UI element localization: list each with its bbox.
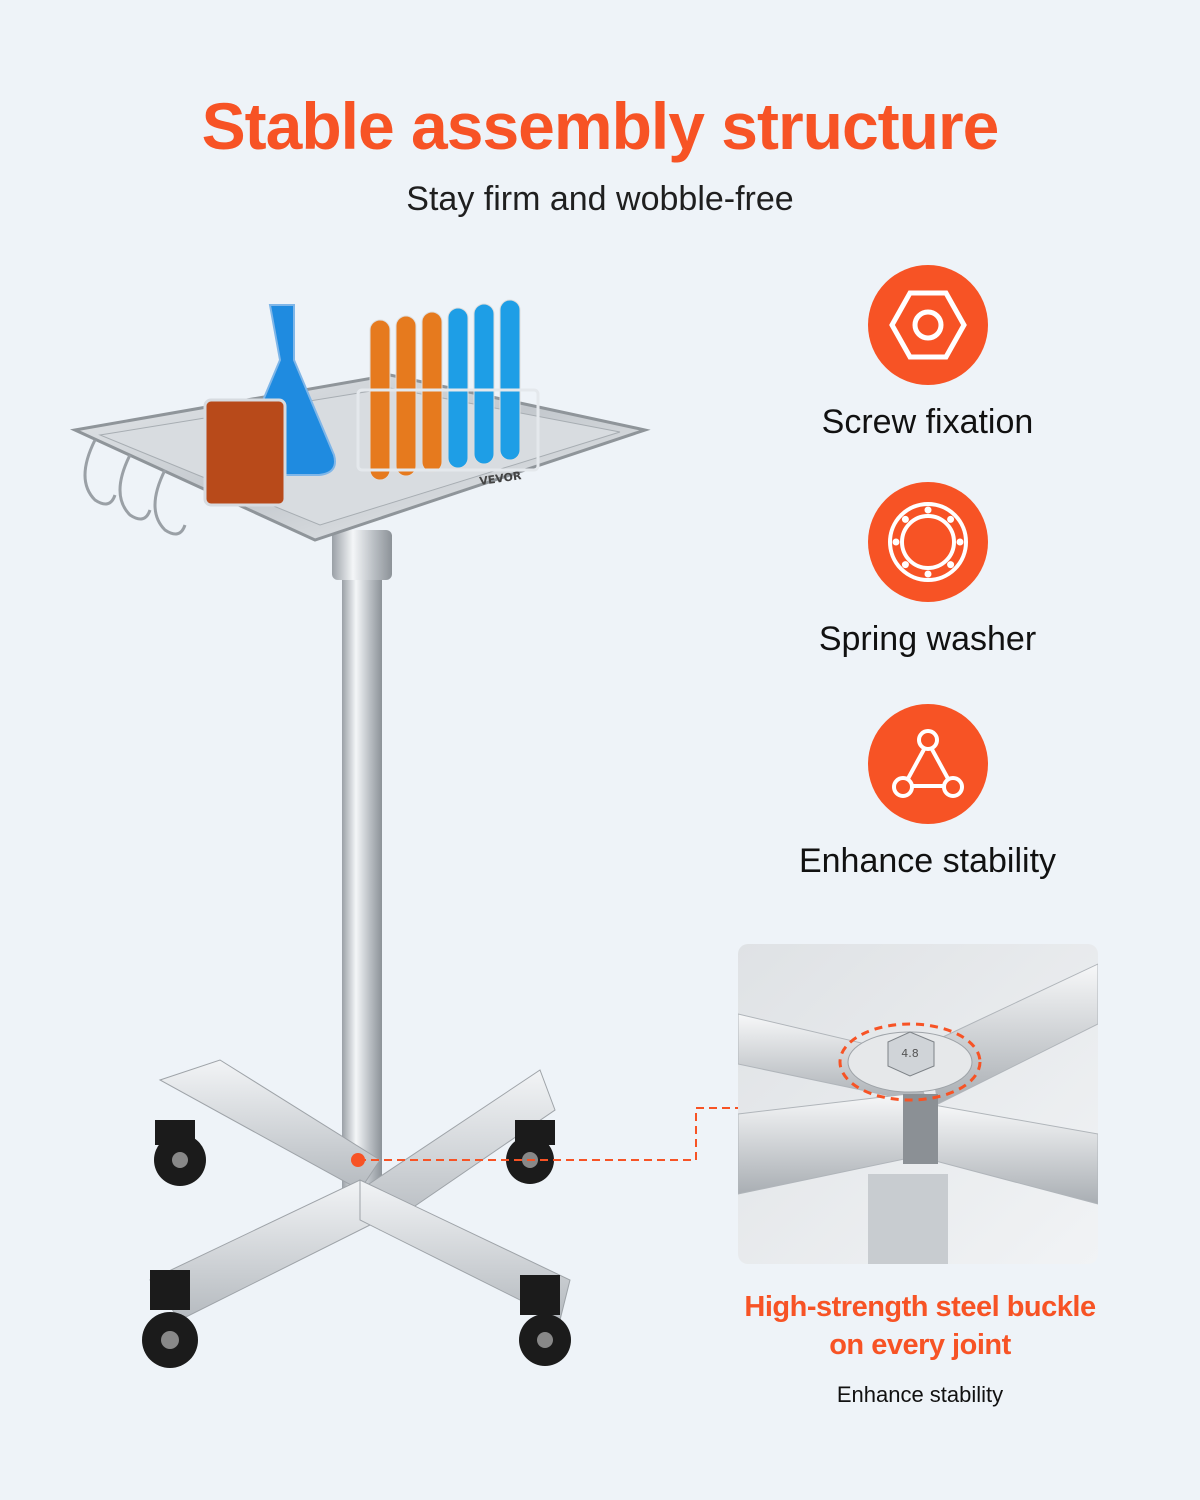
x-base: [149, 1059, 571, 1321]
tray-hooks: [83, 439, 187, 536]
caster-wheels: [142, 1120, 571, 1368]
spring-washer-icon: [867, 482, 988, 602]
feature-screw-fixation: Screw fixation: [770, 265, 1085, 442]
hex-nut-icon: [867, 265, 988, 385]
feature-label: Enhance stability: [798, 842, 1057, 880]
joint-caption: Enhance stability: [836, 1382, 1004, 1407]
height-clamp: [332, 530, 392, 580]
feature-label: Spring washer: [818, 620, 1037, 658]
beaker: [203, 398, 287, 507]
triangle-nodes-icon: [867, 704, 988, 824]
page-subtitle: Stay firm and wobble-free: [406, 180, 794, 218]
joint-highlight-text: High-strength steel buckle on every join…: [700, 1288, 1140, 1364]
highlight-line-1: High-strength steel buckle: [744, 1291, 1096, 1323]
highlight-line-2: on every joint: [829, 1329, 1011, 1361]
bolt-marking: 4.8: [901, 1047, 919, 1060]
stand-pole: [342, 530, 382, 1210]
tray-stand-image: VEVOR: [69, 299, 651, 1368]
feature-spring-washer: Spring washer: [770, 482, 1085, 659]
page-title: Stable assembly structure: [201, 89, 1000, 163]
brand-mark: VEVOR: [479, 469, 523, 488]
test-tubes: [356, 299, 540, 481]
feature-enhance-stability: Enhance stability: [770, 704, 1085, 881]
feature-label: Screw fixation: [821, 403, 1034, 441]
joint-closeup-image: 4.8: [738, 944, 1098, 1264]
